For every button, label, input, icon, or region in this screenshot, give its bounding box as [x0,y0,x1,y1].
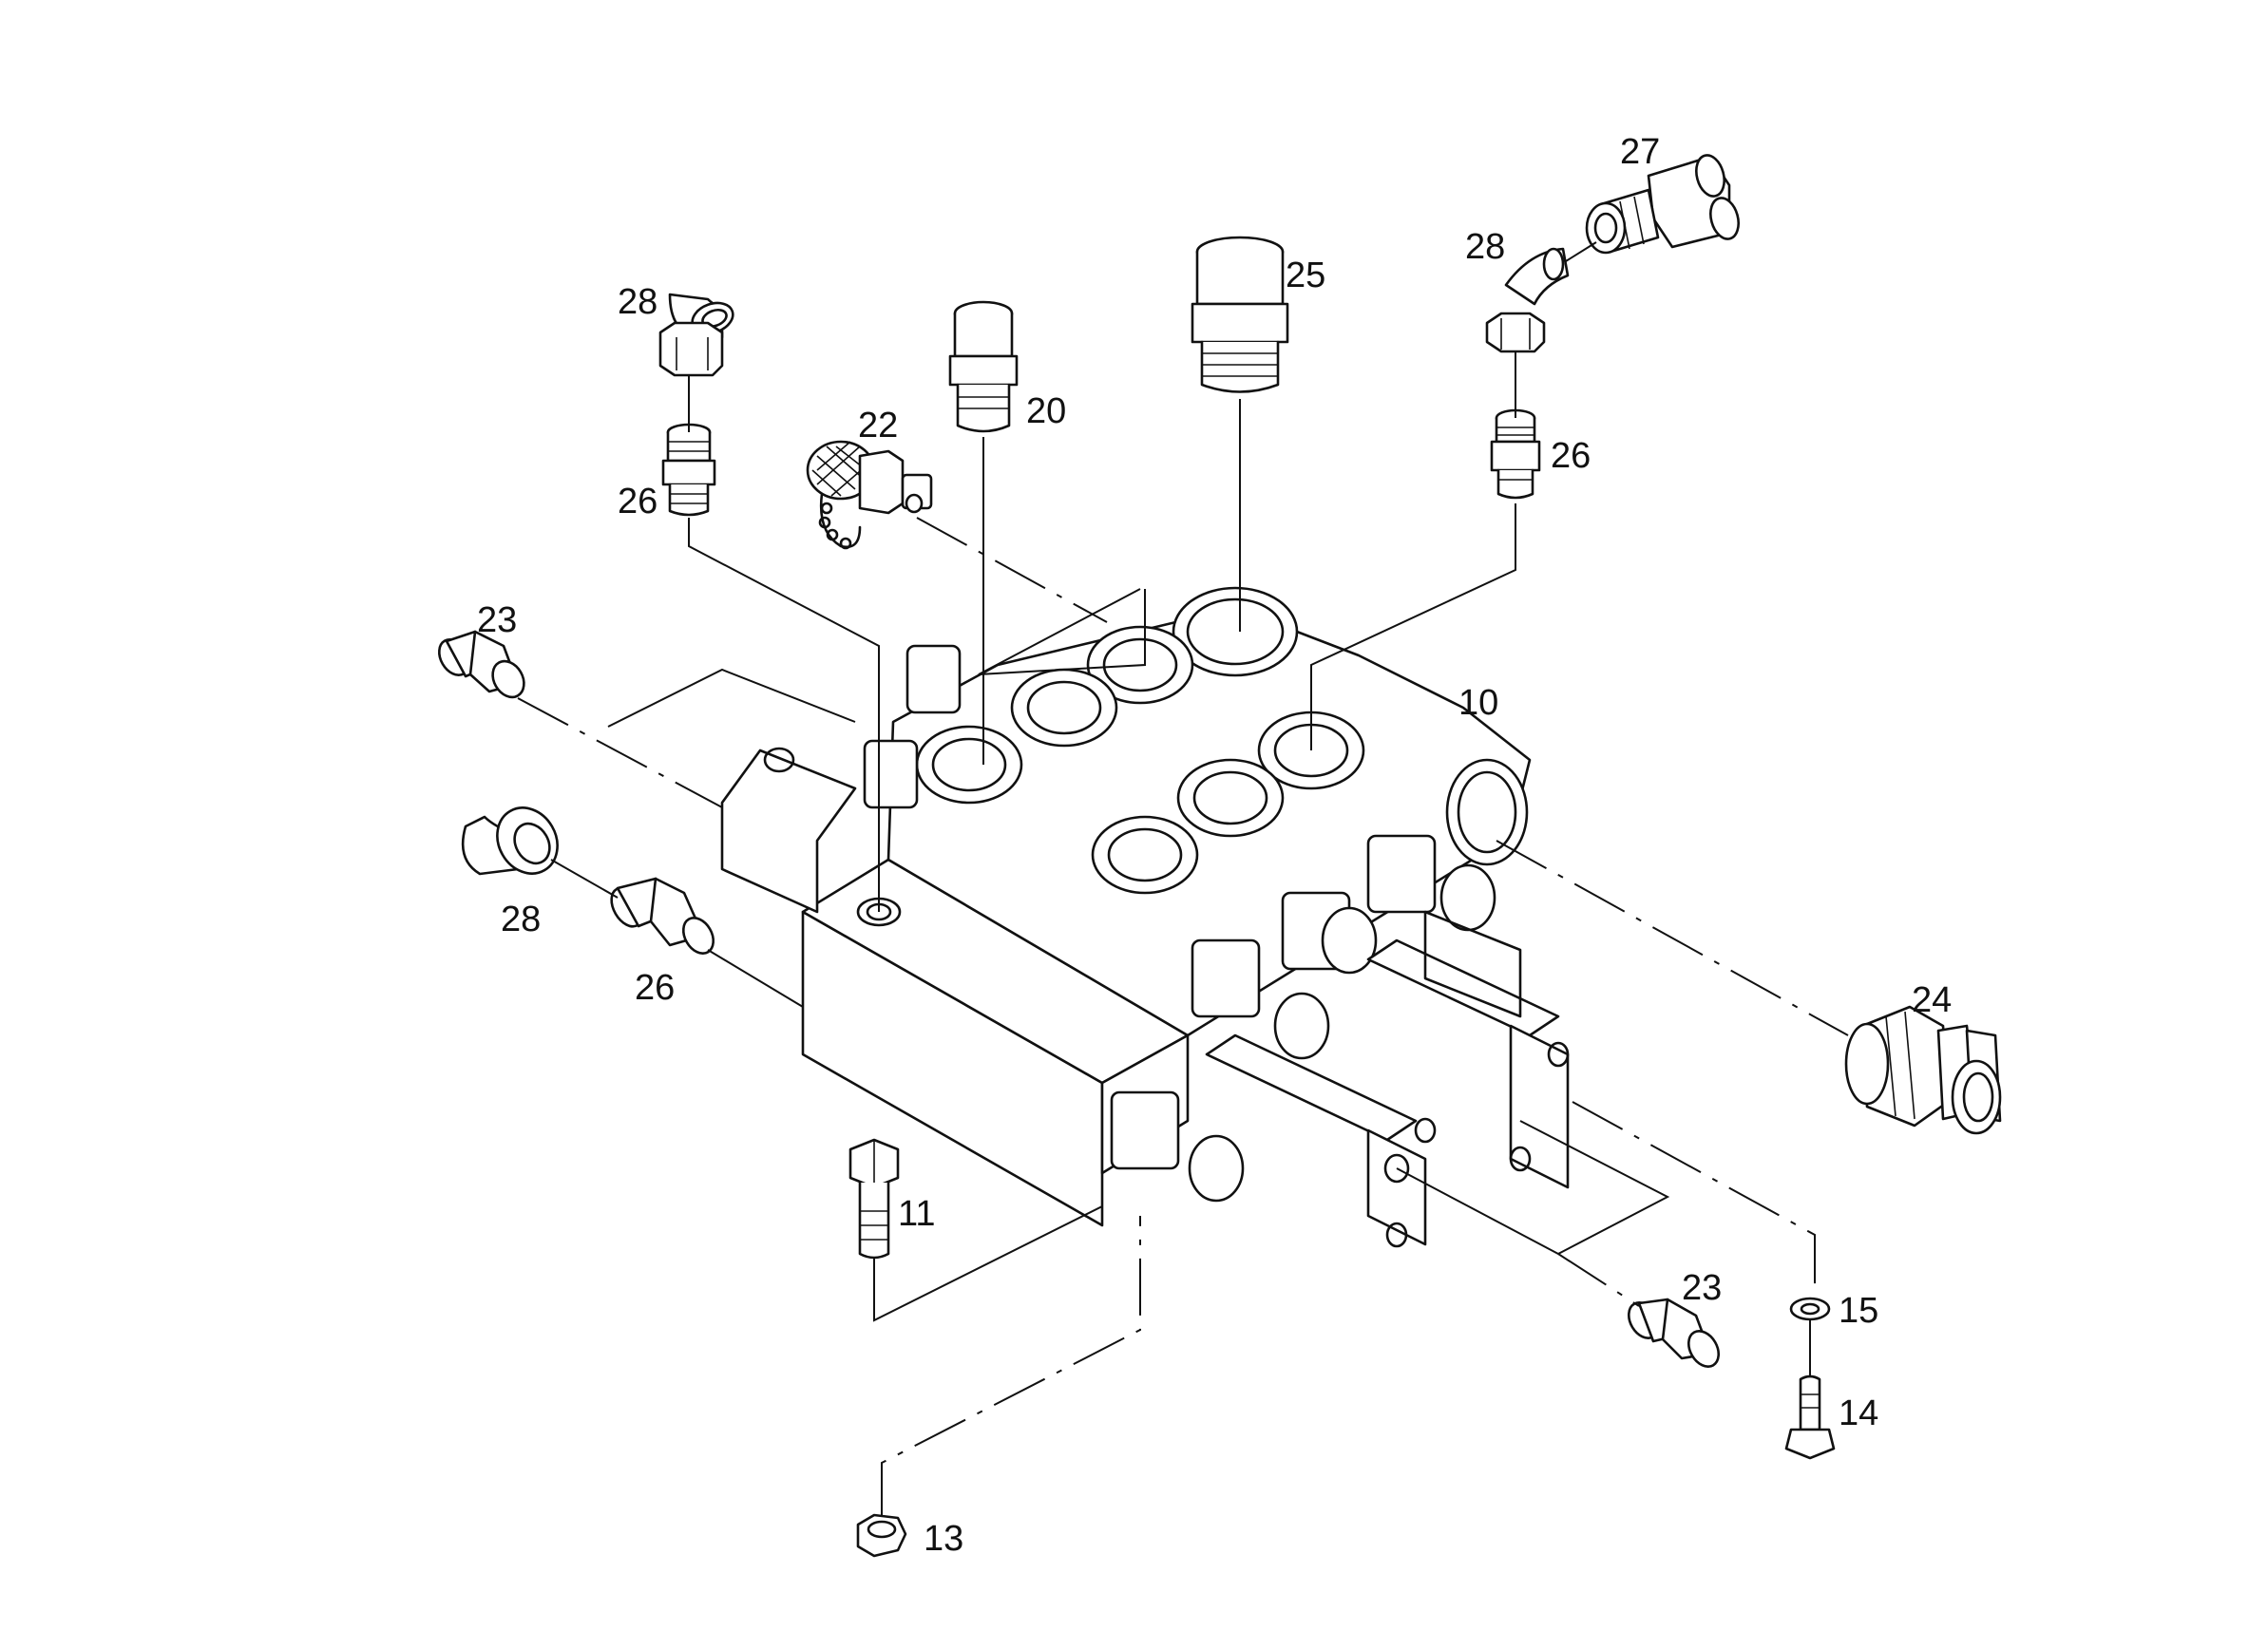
spool-caps [863,644,1496,1203]
label-15: 15 [1839,1291,1878,1331]
part-28-elbow-left [461,806,559,876]
part-26-nipple-top-right [1490,408,1541,500]
label-28-top-right: 28 [1465,227,1505,267]
label-11: 11 [898,1194,935,1234]
part-14-screw [1784,1374,1836,1460]
part-22-coupler [806,440,933,550]
part-11-bolt [848,1138,900,1260]
label-28-left: 28 [501,900,541,939]
part-23-nipple-right [1627,1298,1721,1368]
part-23-nipple-left [437,630,525,699]
label-24: 24 [1912,980,1952,1020]
valve-block-body [720,586,1570,1248]
part-13-nut [856,1513,907,1558]
part-20-adapter [948,300,1019,433]
label-22: 22 [858,406,898,445]
label-23-right: 23 [1682,1268,1722,1308]
part-28-elbow-top-right [1485,247,1570,353]
part-25-adapter [1191,236,1289,393]
label-13: 13 [924,1519,963,1559]
label-26-left-lower: 26 [635,968,675,1008]
label-10: 10 [1458,683,1498,723]
label-27: 27 [1620,132,1660,172]
part-labels: 10 11 13 14 15 20 22 23 23 24 25 26 26 2… [477,132,1952,1559]
label-23-left: 23 [477,600,517,640]
part-26-nipple-top-left [661,423,716,517]
label-14: 14 [1839,1393,1878,1433]
label-26-top-left: 26 [618,482,658,521]
label-26-top-right: 26 [1551,436,1591,476]
part-26-nipple-left-lower [610,877,715,955]
part-27-tee [1585,154,1740,255]
label-25: 25 [1286,256,1325,295]
part-28-elbow-top-left [658,293,734,377]
part-15-washer [1789,1297,1831,1321]
part-24-adapter [1844,1005,2002,1135]
leader-lines [517,241,1849,1515]
label-20: 20 [1026,391,1066,431]
label-28-top-left: 28 [618,282,658,322]
actuator-rods [1205,910,1570,1248]
